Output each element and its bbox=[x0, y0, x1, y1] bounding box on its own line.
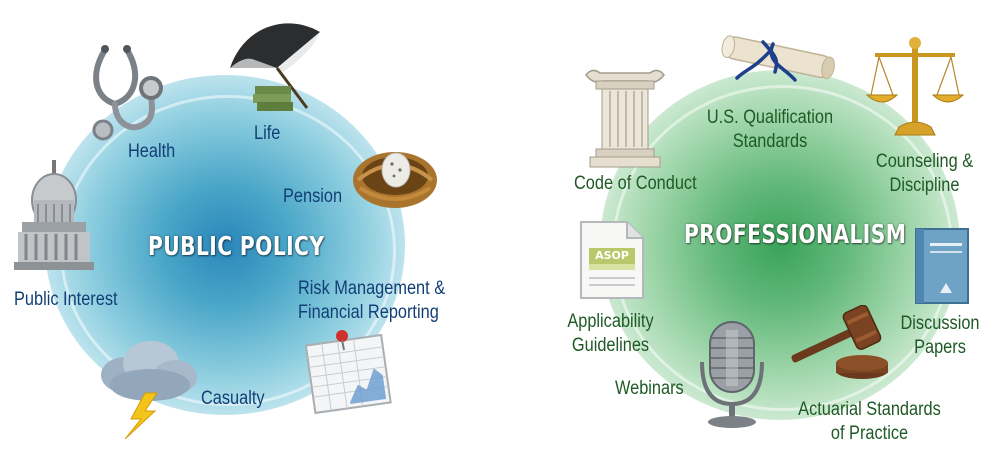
gavel-icon bbox=[782, 305, 892, 385]
asop-document-icon: ASOP bbox=[575, 218, 650, 303]
label-pension: Pension bbox=[283, 186, 343, 207]
capitol-building-icon bbox=[12, 160, 97, 275]
stethoscope-icon bbox=[85, 42, 170, 142]
discussion-book-icon bbox=[910, 225, 974, 307]
label-discussion-papers: Discussion Papers bbox=[900, 313, 980, 358]
public-policy-title: PUBLIC POLICY bbox=[148, 232, 325, 262]
label-public-interest: Public Interest bbox=[14, 289, 118, 310]
label-health: Health bbox=[128, 141, 176, 162]
label-applicability-guidelines: Applicability Guidelines bbox=[567, 311, 654, 356]
label-casualty: Casualty bbox=[201, 388, 265, 409]
asop-document-label: ASOP bbox=[595, 249, 629, 262]
umbrella-money-icon bbox=[225, 10, 325, 115]
label-life: Life bbox=[254, 123, 281, 144]
scales-of-justice-icon bbox=[865, 35, 965, 140]
label-risk-management: Risk Management & Financial Reporting bbox=[298, 278, 446, 323]
public-policy-diagram: PUBLIC POLICY Health Life bbox=[0, 0, 480, 450]
label-actuarial-standards: Actuarial Standards of Practice bbox=[798, 399, 941, 444]
spreadsheet-chart-icon bbox=[302, 328, 394, 416]
column-pillar-icon bbox=[582, 65, 667, 170]
microphone-icon bbox=[692, 318, 772, 430]
nest-egg-icon bbox=[350, 140, 440, 215]
label-us-qualification-standards: U.S. Qualification Standards bbox=[706, 107, 834, 152]
diploma-scroll-icon bbox=[715, 28, 840, 88]
label-counseling-discipline: Counseling & Discipline bbox=[875, 151, 974, 196]
label-code-of-conduct: Code of Conduct bbox=[574, 173, 697, 194]
label-webinars: Webinars bbox=[615, 378, 684, 399]
storm-cloud-icon bbox=[95, 335, 200, 440]
professionalism-diagram: PROFESSIONALISM U.S. Qualification Stand… bbox=[520, 0, 1000, 450]
professionalism-title: PROFESSIONALISM bbox=[684, 220, 907, 250]
